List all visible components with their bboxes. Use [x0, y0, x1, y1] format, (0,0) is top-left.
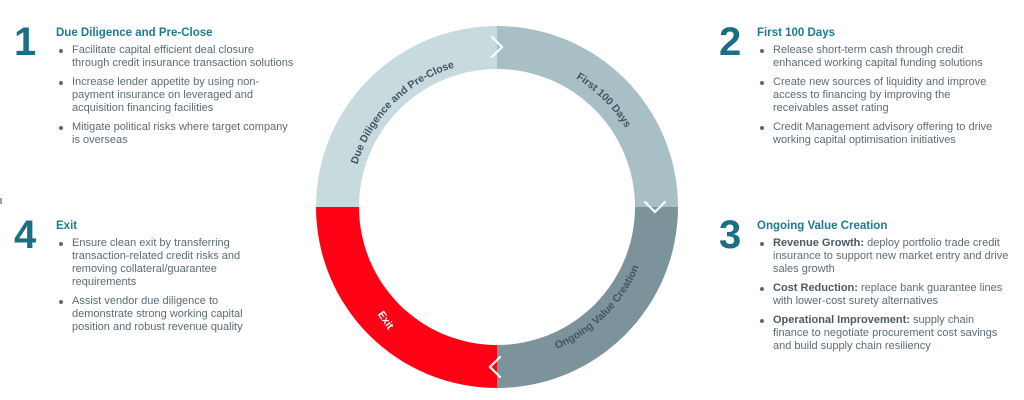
bullet-item: Cost Reduction: replace bank guarantee l…: [757, 282, 1012, 308]
segment-ongoing-value-creation: [497, 207, 678, 388]
bullet-list: Facilitate capital efficient deal closur…: [56, 44, 294, 147]
bullet-item: Mitigate political risks where target co…: [56, 121, 294, 147]
step-title: Exit: [56, 220, 78, 232]
step-number: 1: [14, 20, 37, 64]
step-number: 4: [14, 213, 37, 257]
chevron-right-icon: [490, 35, 504, 59]
step-number: 3: [719, 213, 742, 257]
chevron-left-icon: [488, 355, 502, 379]
step-title: Ongoing Value Creation: [757, 220, 888, 232]
bullet-item: Operational Improvement: supply chain fi…: [757, 314, 1012, 353]
bullet-item: Credit Management advisory offering to d…: [757, 121, 1007, 147]
step-number: 2: [719, 20, 742, 64]
segment-due-diligence: [316, 26, 497, 207]
segment-exit: [316, 207, 497, 388]
bullet-list: Release short-term cash through credit e…: [757, 44, 1007, 147]
bullet-item: Create new sources of liquidity and impr…: [757, 76, 1007, 115]
step-title: First 100 Days: [757, 27, 835, 39]
bullet-item: Increase lender appetite by using non-pa…: [56, 76, 294, 115]
segment-first-100-days: [497, 26, 678, 207]
bullet-item: Revenue Growth: deploy portfolio trade c…: [757, 237, 1012, 276]
bullet-item: Ensure clean exit by transferring transa…: [56, 237, 256, 289]
bullet-list: Revenue Growth: deploy portfolio trade c…: [757, 237, 1012, 353]
edge-mark: [0, 198, 2, 204]
bullet-item: Release short-term cash through credit e…: [757, 44, 1007, 70]
bullet-item: Facilitate capital efficient deal closur…: [56, 44, 294, 70]
bullet-item: Assist vendor due diligence to demonstra…: [56, 295, 256, 334]
chevron-down-icon: [643, 200, 667, 214]
step-title: Due Diligence and Pre-Close: [56, 27, 213, 39]
bullet-list: Ensure clean exit by transferring transa…: [56, 237, 256, 334]
